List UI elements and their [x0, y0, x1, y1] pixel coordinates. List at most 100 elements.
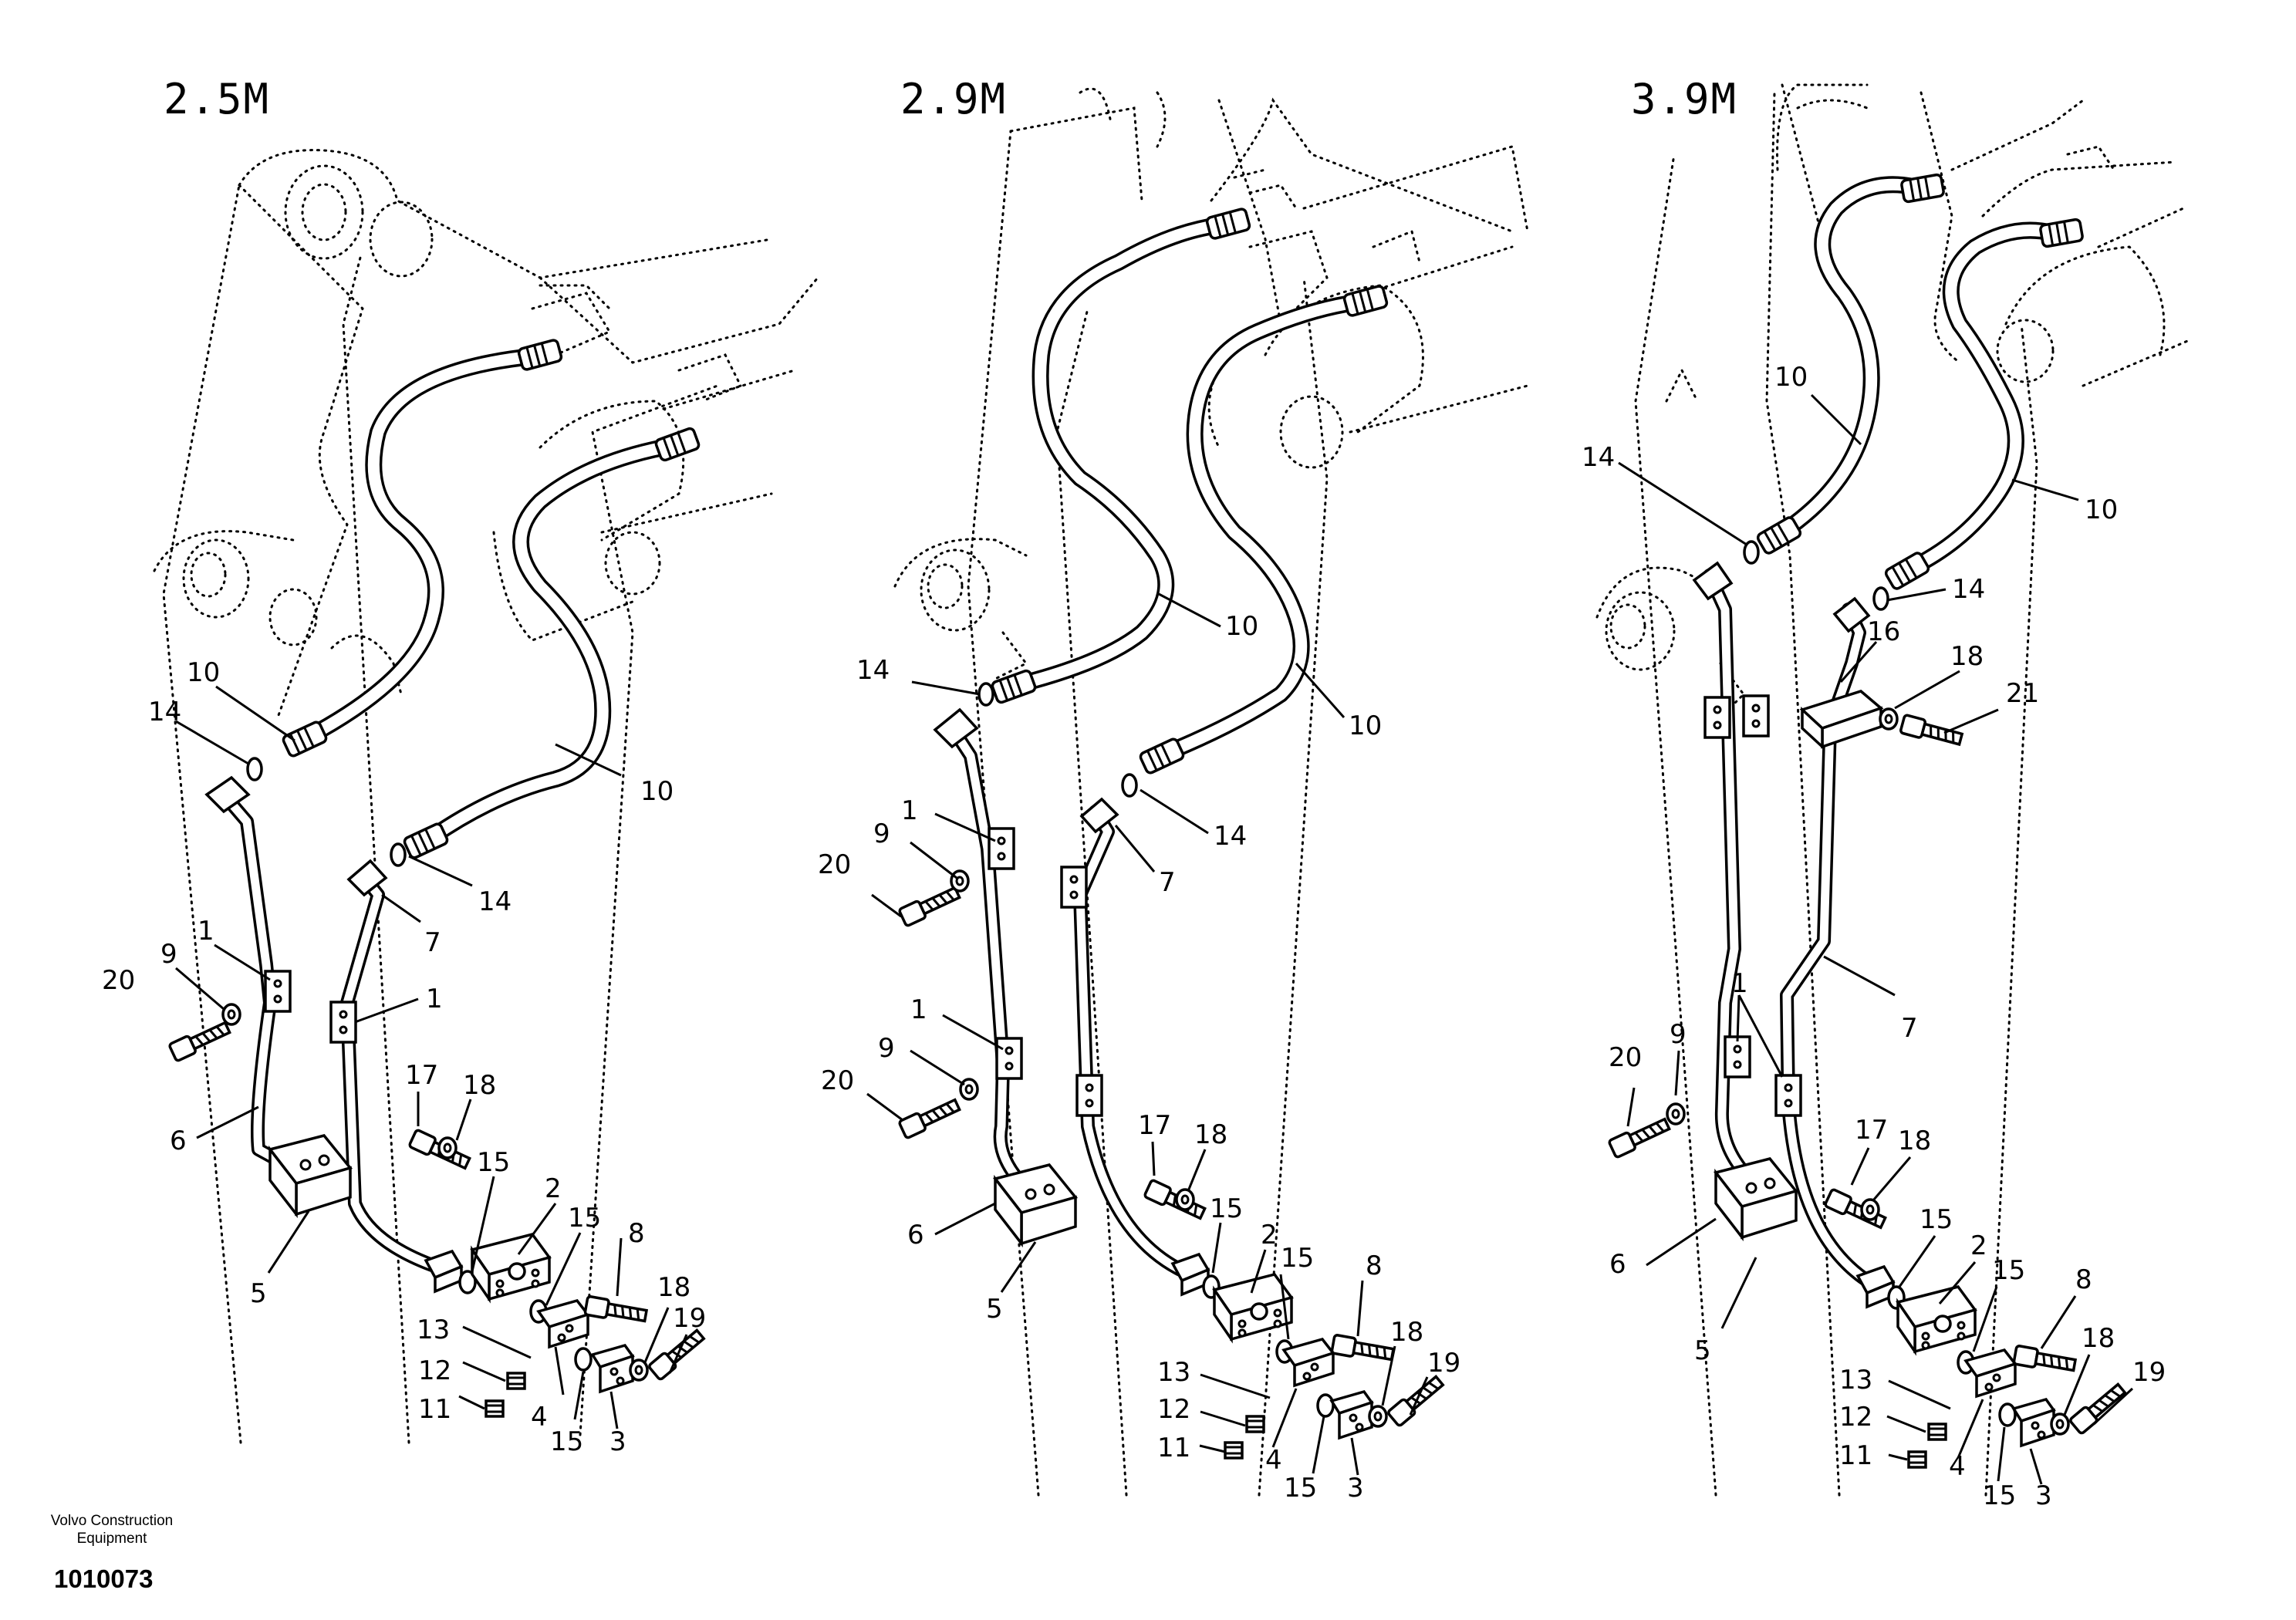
callout-number: 20	[102, 965, 135, 996]
callout-number: 18	[1898, 1126, 1931, 1156]
callout-number: 1	[901, 795, 918, 826]
callout-number: 5	[250, 1278, 267, 1309]
callout-number: 5	[1694, 1335, 1711, 1366]
pipe-6	[1692, 561, 1758, 1187]
callout-number: 18	[657, 1272, 690, 1303]
plug-11	[485, 1399, 505, 1418]
callout-number: 11	[1157, 1433, 1190, 1463]
callout-number: 15	[477, 1147, 510, 1178]
callout-number: 7	[424, 927, 441, 958]
elbow-block	[1170, 1252, 1210, 1297]
callout-number: 13	[417, 1315, 450, 1345]
hose-10-left	[990, 206, 1252, 705]
callout-number: 14	[856, 655, 890, 686]
o-ring-14	[1872, 586, 1889, 611]
callout-number: 18	[1390, 1317, 1423, 1348]
brand-line-2: Equipment	[76, 1531, 147, 1547]
plug-12	[1927, 1423, 1947, 1441]
leader-lines	[175, 685, 688, 1429]
flange-3	[1330, 1390, 1373, 1439]
callout-number: 8	[628, 1218, 645, 1249]
callout-number: 8	[2075, 1264, 2092, 1295]
callout-number: 9	[160, 939, 177, 970]
callouts: 10 14 10 14 7 1 1 9 20 6 5 17 18 15 2 15…	[102, 657, 706, 1457]
panel-title: 3.9M	[1631, 75, 1737, 123]
callout-number: 1	[1731, 968, 1748, 999]
bolt-8	[583, 1294, 649, 1327]
leader-lines	[866, 592, 1429, 1476]
pipe-7	[340, 859, 439, 1272]
callouts: 10 14 10 14 16 18 21 1 7 9 20 6 5 17 18 …	[1582, 362, 2166, 1511]
callout-number: 7	[1159, 867, 1176, 898]
callout-number: 15	[1284, 1473, 1317, 1504]
callout-number: 4	[1949, 1451, 1966, 1482]
bolt-8	[1330, 1333, 1396, 1365]
o-ring-14	[1743, 540, 1760, 565]
panel-3-9m: 3.9M	[1582, 75, 2193, 1511]
callout-number: 21	[2006, 678, 2039, 709]
callout-number: 12	[1839, 1402, 1872, 1433]
callout-number: 17	[1855, 1115, 1888, 1146]
callout-number: 4	[531, 1402, 548, 1433]
o-ring-14	[246, 757, 263, 781]
drawing-number: 1010073	[54, 1564, 154, 1593]
callout-number: 7	[1901, 1013, 1918, 1044]
hose-10-left	[280, 337, 564, 759]
pipe-6	[933, 707, 1033, 1195]
callout-number: 18	[1950, 641, 1984, 672]
bolt-8	[2012, 1344, 2078, 1376]
callout-number: 9	[873, 818, 890, 849]
bolt-20	[897, 1095, 963, 1140]
callout-number: 1	[198, 916, 214, 947]
block-5	[994, 1163, 1077, 1245]
callout-number: 14	[1214, 821, 1247, 852]
bolt-20	[897, 883, 963, 928]
callout-number: 2	[1970, 1230, 1987, 1261]
boom-outline	[153, 149, 819, 1444]
panel-2-9m: 2.9M	[818, 75, 1529, 1504]
callout-number: 12	[418, 1355, 451, 1386]
callout-number: 3	[2035, 1480, 2052, 1511]
callout-number: 18	[2082, 1323, 2115, 1354]
callout-number: 15	[1983, 1480, 2016, 1511]
callout-number: 15	[1281, 1243, 1314, 1274]
callout-number: 10	[1225, 611, 1258, 642]
bolt-20	[167, 1018, 233, 1063]
callout-number: 19	[673, 1303, 706, 1334]
plug-12	[506, 1372, 526, 1390]
hose-10-right	[1882, 217, 2085, 592]
callout-number: 14	[1952, 574, 1985, 605]
callout-number: 15	[568, 1203, 601, 1234]
callout-number: 2	[545, 1173, 562, 1204]
flange-3	[591, 1344, 634, 1393]
callout-number: 20	[1609, 1042, 1642, 1073]
callout-number: 11	[1839, 1440, 1872, 1471]
callout-number: 6	[1609, 1249, 1626, 1280]
callout-number: 8	[1366, 1250, 1383, 1281]
panel-title: 2.5M	[164, 75, 270, 123]
flange-2	[471, 1233, 551, 1301]
callout-number: 19	[1427, 1348, 1460, 1379]
hose-10-right	[1137, 283, 1389, 776]
callout-number: 14	[1582, 442, 1615, 473]
callout-number: 13	[1157, 1357, 1190, 1388]
block-5	[1714, 1157, 1798, 1239]
brand-line-1: Volvo Construction	[50, 1513, 174, 1529]
callout-number: 9	[1670, 1019, 1687, 1050]
flange-2	[1213, 1273, 1293, 1341]
callout-number: 18	[1194, 1119, 1227, 1150]
pipe-7	[1780, 596, 1874, 1288]
callout-number: 10	[640, 776, 674, 807]
plug-12	[1245, 1415, 1265, 1433]
o-ring-14	[390, 842, 407, 867]
panel-2-5m: 2.5M	[102, 75, 819, 1457]
callout-number: 16	[1867, 616, 1900, 647]
panel-title: 2.9M	[900, 75, 1007, 123]
plug-11	[1907, 1450, 1927, 1469]
callout-number: 15	[550, 1426, 583, 1457]
callout-number: 3	[1347, 1473, 1364, 1504]
leader-lines	[1618, 393, 2134, 1485]
callout-number: 14	[478, 886, 512, 917]
callout-number: 13	[1839, 1365, 1872, 1396]
